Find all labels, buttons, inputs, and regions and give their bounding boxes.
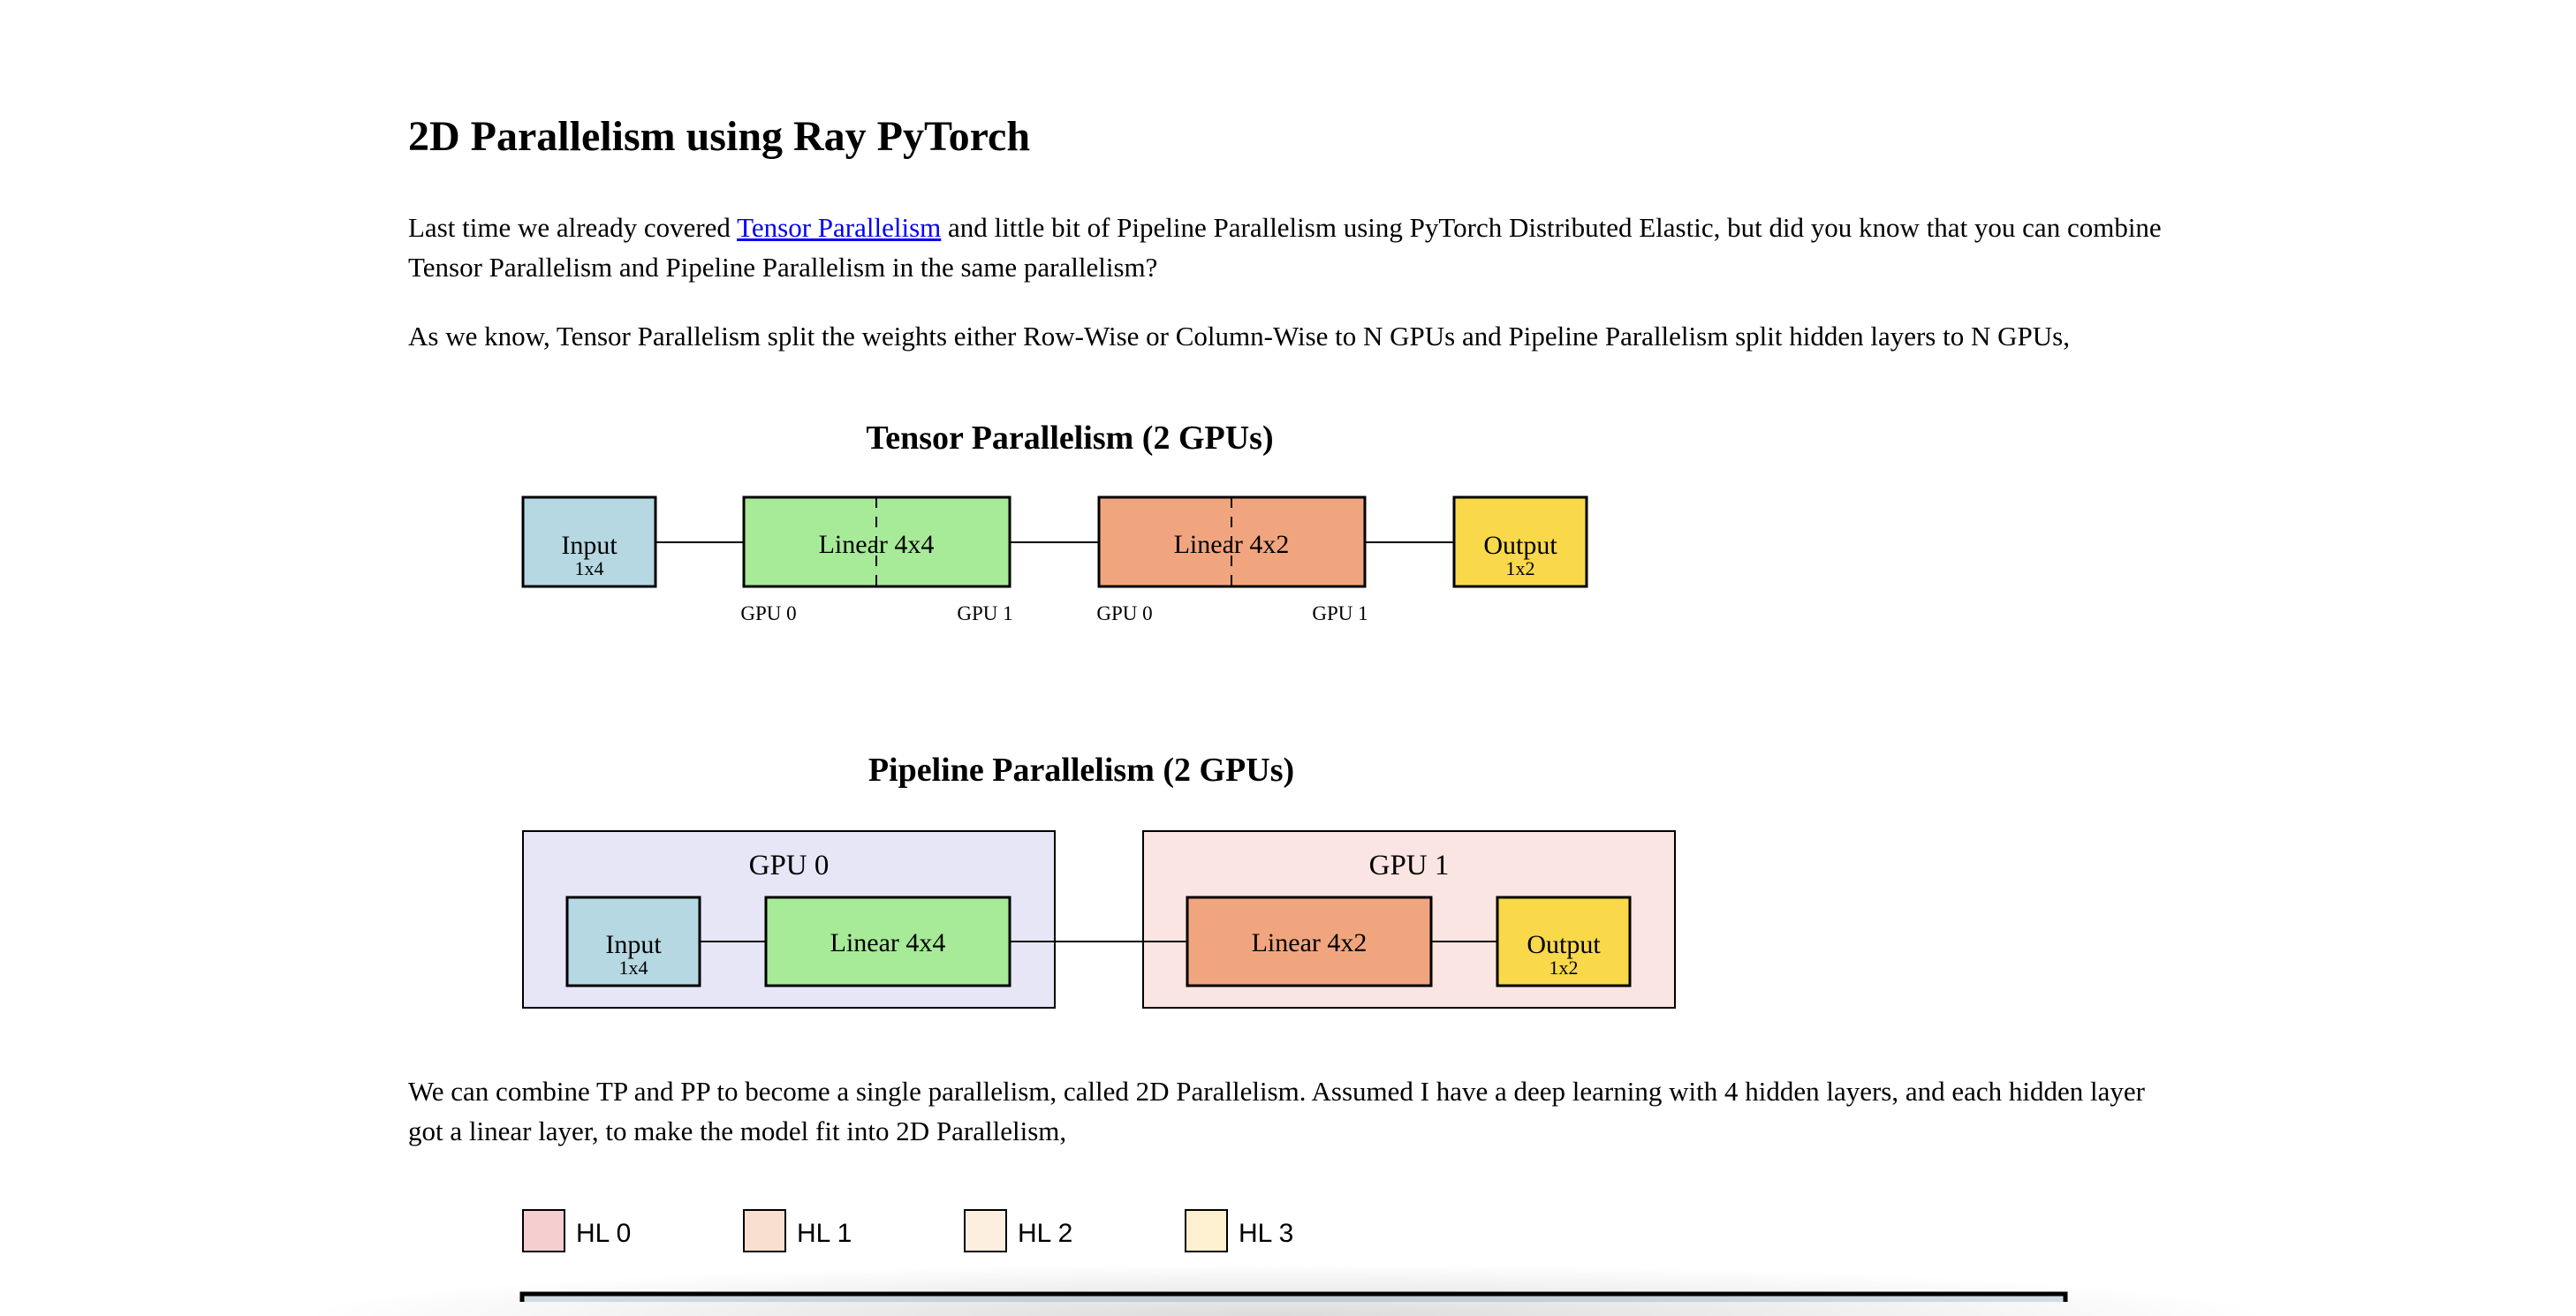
- pp-output-node: Output 1x2: [1496, 896, 1632, 987]
- intro-paragraph: Last time we already covered Tensor Para…: [408, 208, 2166, 287]
- tensor-diagram: Input 1x4 Linear 4x4 GPU 0 GPU 1 Linear …: [521, 495, 1588, 624]
- twod-diagram-container: [519, 1291, 2068, 1302]
- pp-output-box: [1496, 896, 1632, 987]
- pp-input-label: Input: [605, 930, 662, 959]
- tensor-parallelism-link[interactable]: Tensor Parallelism: [737, 212, 942, 243]
- split-explanation-paragraph: As we know, Tensor Parallelism split the…: [408, 321, 2070, 352]
- legend-item-hl2: HL 2: [964, 1209, 1072, 1252]
- pp-gpu0-label: GPU 0: [749, 850, 830, 881]
- legend-swatch-hl0: [522, 1209, 565, 1252]
- legend-item-hl3: HL 3: [1185, 1209, 1293, 1252]
- pp-linear2-box: [1186, 896, 1433, 987]
- tp-input-node: Input 1x4: [521, 495, 657, 588]
- pp-linear1-node: Linear 4x4: [764, 896, 1011, 987]
- legend-label-hl3: HL 3: [1239, 1219, 1293, 1248]
- tp-input-label: Input: [561, 531, 617, 560]
- legend-label-hl2: HL 2: [1018, 1219, 1072, 1248]
- legend-label-hl1: HL 1: [797, 1219, 852, 1248]
- tp-input-shape: 1x4: [575, 557, 604, 579]
- pp-linear1-label: Linear 4x4: [830, 928, 946, 957]
- tensor-diagram-title: Tensor Parallelism (2 GPUs): [866, 420, 1274, 457]
- pipeline-diagram: GPU 0 GPU 1 Input 1x4 Linear 4x4 Linear …: [522, 830, 1676, 1009]
- tp-linear2-node: Linear 4x2 GPU 0 GPU 1: [1096, 495, 1368, 624]
- pp-gpu1-label: GPU 1: [1369, 850, 1450, 881]
- legend-item-hl0: HL 0: [522, 1209, 631, 1252]
- bottom-fade-shadow: [292, 1263, 2279, 1316]
- legend-swatch-hl2: [964, 1209, 1007, 1252]
- intro-text-after: and little bit of Pipeline Parallelism u…: [408, 212, 2162, 283]
- pipeline-diagram-title: Pipeline Parallelism (2 GPUs): [868, 752, 1295, 789]
- tp-output-label: Output: [1483, 531, 1557, 560]
- tp-linear2-gpu1-label: GPU 1: [1312, 602, 1368, 624]
- pp-input-box: [565, 896, 701, 987]
- tp-output-node: Output 1x2: [1452, 495, 1588, 588]
- pp-linear2-label: Linear 4x2: [1252, 928, 1368, 957]
- tp-linear1-node: Linear 4x4 GPU 0 GPU 1: [740, 495, 1013, 624]
- tp-linear2-label: Linear 4x2: [1174, 530, 1290, 559]
- tp-linear1-gpu0-label: GPU 0: [740, 602, 796, 624]
- legend-swatch-hl1: [743, 1209, 786, 1252]
- pp-linear2-node: Linear 4x2: [1186, 896, 1433, 987]
- legend-item-hl1: HL 1: [743, 1209, 852, 1252]
- tp-linear1-gpu1-label: GPU 1: [957, 602, 1012, 624]
- intro-text-before: Last time we already covered: [408, 212, 738, 243]
- hidden-layer-legend: HL 0 HL 1 HL 2 HL 3: [522, 1209, 1293, 1252]
- pp-input-shape: 1x4: [619, 957, 648, 979]
- pp-output-label: Output: [1527, 930, 1601, 959]
- page-title: 2D Parallelism using Ray PyTorch: [408, 113, 1031, 160]
- pp-output-shape: 1x2: [1549, 957, 1579, 979]
- legend-swatch-hl3: [1185, 1209, 1228, 1252]
- tp-output-shape: 1x2: [1506, 557, 1535, 579]
- legend-label-hl0: HL 0: [576, 1219, 631, 1248]
- pp-input-node: Input 1x4: [565, 896, 701, 987]
- combine-paragraph: We can combine TP and PP to become a sin…: [408, 1076, 2145, 1146]
- tp-linear1-label: Linear 4x4: [819, 530, 935, 559]
- tp-output-box: [1452, 495, 1588, 588]
- tp-linear2-gpu0-label: GPU 0: [1096, 602, 1152, 624]
